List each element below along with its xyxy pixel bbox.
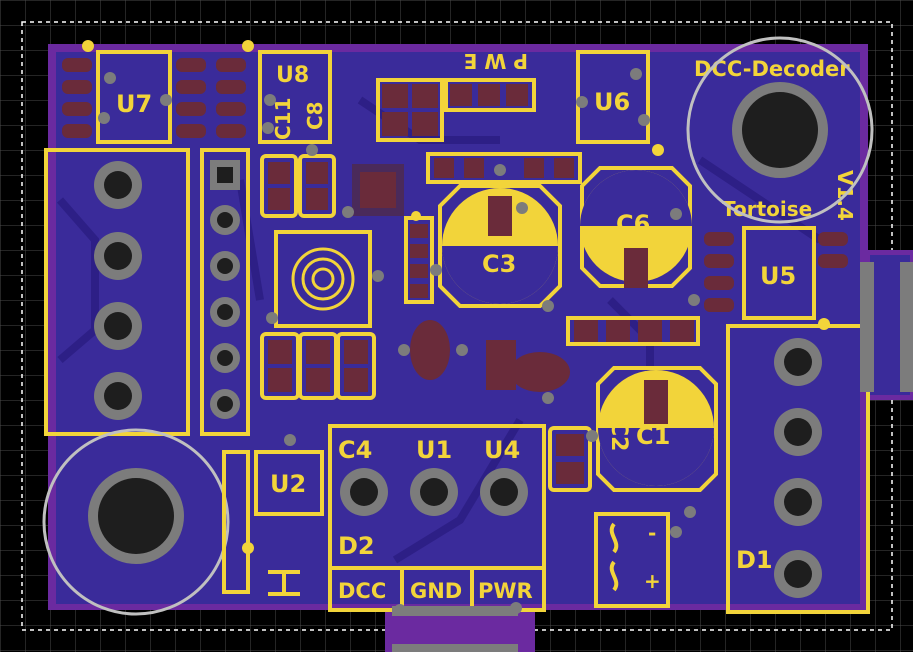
connector-right-d1[interactable]: D1: [726, 324, 870, 614]
label-c6: C6: [616, 210, 650, 238]
label-c2: C2: [606, 420, 631, 451]
component-c6[interactable]: C6: [580, 166, 692, 288]
label-u4: U4: [484, 436, 520, 464]
label-u8: U8: [276, 63, 309, 88]
passive-c2-pads: [548, 426, 592, 492]
label-c8: C8: [303, 101, 327, 130]
label-d2: D2: [338, 532, 375, 560]
jumper-pwe[interactable]: P W E: [376, 49, 536, 142]
component-u8[interactable]: U8 C11 C8: [242, 40, 332, 144]
passives-lower: [260, 332, 376, 400]
label-c11: C11: [271, 97, 295, 140]
pads-row-mid: [426, 152, 582, 184]
label-c4: C4: [338, 436, 372, 464]
terminal-pwr-label: PWR: [478, 579, 533, 603]
component-c1-c2[interactable]: C2 C1: [596, 366, 718, 492]
edge-connector-right: [860, 262, 913, 392]
tactile-switch-icon[interactable]: [274, 230, 372, 328]
pin-header-6[interactable]: [200, 148, 250, 436]
crystal: [410, 320, 570, 392]
board-subtitle: Tortoise: [722, 197, 812, 221]
component-u6[interactable]: U6: [576, 50, 664, 156]
component-u5[interactable]: U5: [704, 226, 848, 330]
label-d1: D1: [736, 546, 773, 574]
mounting-hole-icon: [686, 36, 874, 224]
passives-top: [260, 154, 336, 218]
connector-left[interactable]: [44, 148, 190, 436]
diode-bridge: - +: [594, 512, 670, 608]
svg-text:+: +: [644, 569, 661, 593]
label-c3: C3: [482, 250, 516, 278]
component-u2[interactable]: U2: [222, 450, 324, 596]
edge-connector-bottom: [392, 606, 518, 652]
label-u1: U1: [416, 436, 452, 464]
pads-row-c: [566, 316, 700, 346]
resistor-array: [404, 216, 434, 304]
label-u7: U7: [116, 90, 152, 118]
label-u6: U6: [594, 88, 630, 116]
terminal-gnd-label: GND: [410, 579, 462, 603]
label-c1: C1: [636, 422, 670, 450]
label-pwe: P W E: [464, 49, 528, 73]
smd-pads-top-left: [62, 58, 246, 138]
component-c3[interactable]: C3: [438, 184, 562, 308]
label-u5: U5: [760, 262, 796, 290]
chip-qfn: [352, 164, 421, 221]
svg-text:-: -: [648, 521, 656, 545]
mounting-hole-icon: [42, 428, 230, 616]
terminal-dcc-label: DCC: [338, 579, 386, 603]
label-u2: U2: [270, 470, 306, 498]
